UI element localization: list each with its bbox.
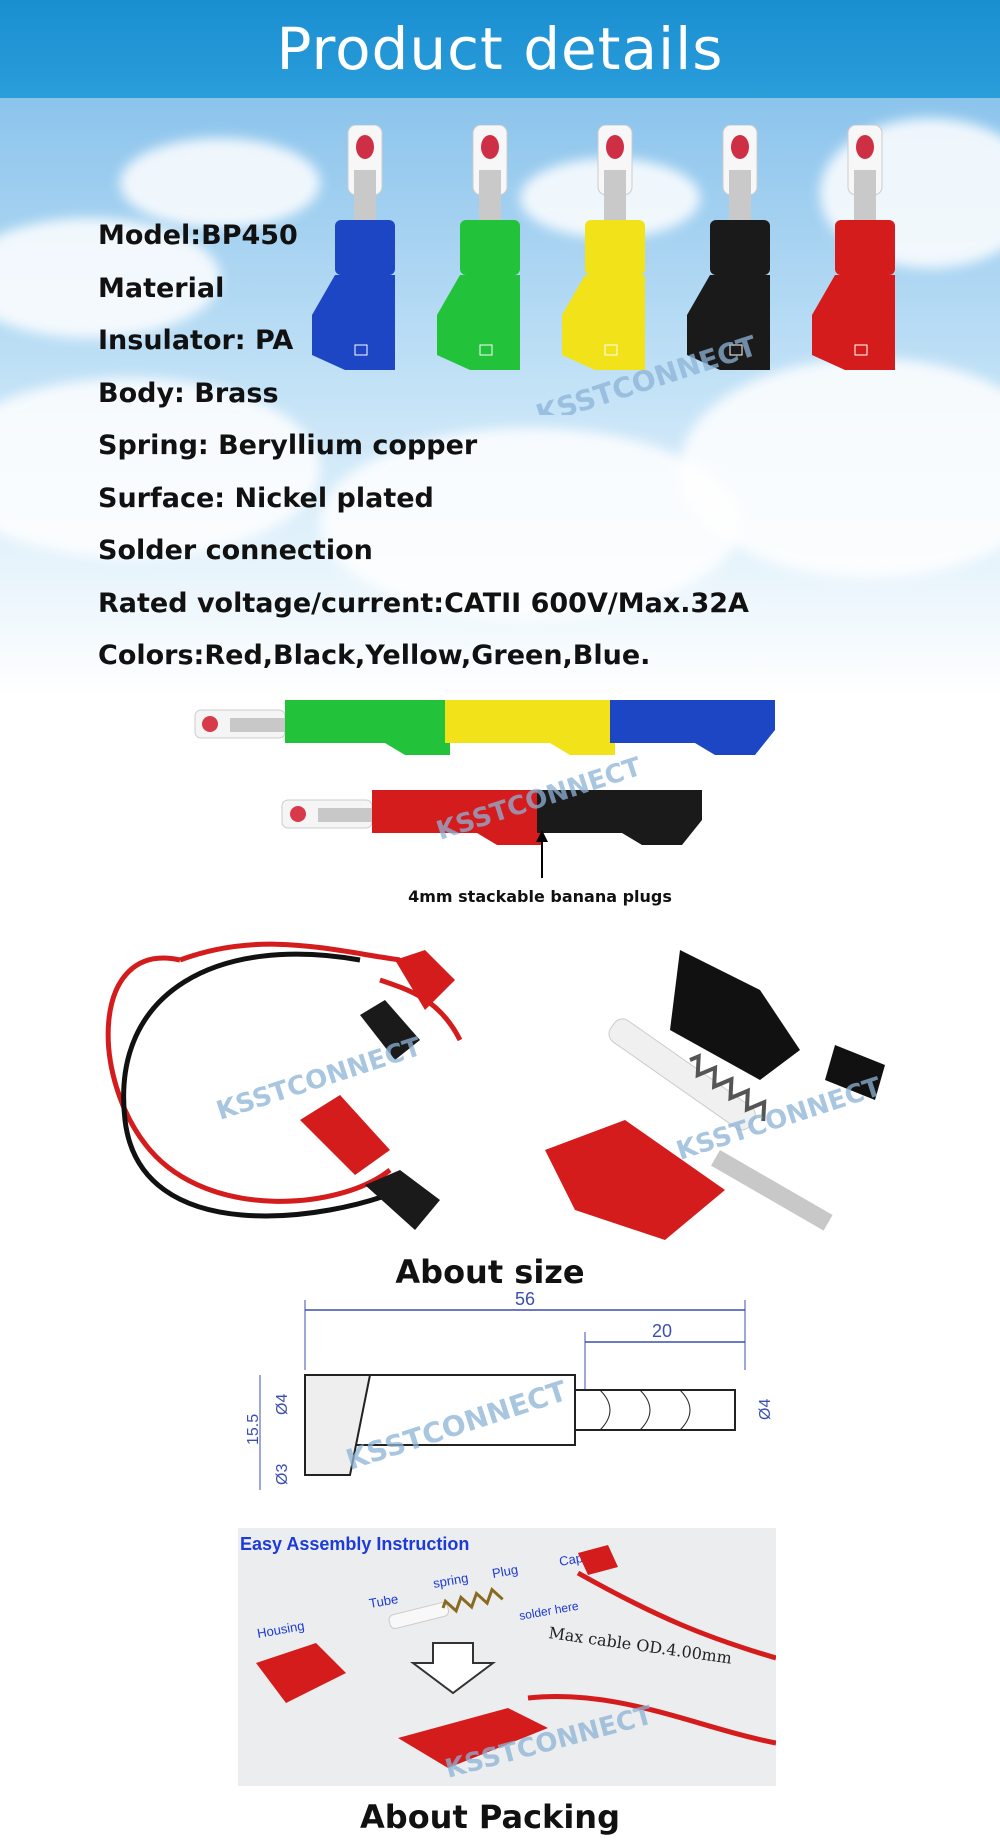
assembly-title: Easy Assembly Instruction bbox=[240, 1534, 469, 1554]
plug-3 bbox=[687, 125, 770, 370]
spec-surface: Surface: Nickel plated bbox=[98, 482, 434, 514]
svg-text:15.5: 15.5 bbox=[245, 1414, 262, 1445]
plug-color-lineup: KSSTCONNECT bbox=[312, 125, 895, 415]
plug-0 bbox=[312, 125, 395, 370]
about-packing-title: About Packing bbox=[360, 1798, 620, 1836]
svg-text:56: 56 bbox=[515, 1290, 535, 1309]
header-banner: Product details bbox=[0, 0, 1000, 98]
svg-text:Plug: Plug bbox=[491, 1562, 519, 1581]
assembly-instruction-image: Easy Assembly Instruction Housing Tube s… bbox=[238, 1528, 776, 1786]
spec-rating: Rated voltage/current:CATII 600V/Max.32A bbox=[98, 587, 749, 619]
spec-material: Material bbox=[98, 272, 225, 304]
svg-text:Tube: Tube bbox=[368, 1591, 399, 1611]
page-title: Product details bbox=[276, 15, 724, 83]
dimension-drawing: 56 20 15.5 Ø4 Ø3 Ø4 KSSTCONNECT bbox=[245, 1290, 774, 1490]
about-size-title: About size bbox=[395, 1253, 585, 1291]
svg-text:spring: spring bbox=[432, 1570, 469, 1591]
test-leads-image: KSSTCONNECT KSSTCONNECT bbox=[105, 941, 885, 1240]
spec-spring: Spring: Beryllium copper bbox=[98, 430, 478, 461]
stacked-plugs-image: KSSTCONNECT bbox=[194, 700, 775, 878]
svg-text:Ø3: Ø3 bbox=[274, 1464, 291, 1485]
svg-text:Cap: Cap bbox=[558, 1550, 584, 1569]
spec-body: Body: Brass bbox=[98, 377, 279, 409]
spec-list: Model:BP450 Material Insulator: PA Body:… bbox=[98, 210, 749, 683]
plug-2 bbox=[562, 125, 645, 370]
stack-caption: 4mm stackable banana plugs bbox=[408, 887, 672, 906]
plug-4 bbox=[812, 125, 895, 370]
spec-solder: Solder connection bbox=[98, 535, 373, 566]
spec-model: Model:BP450 bbox=[98, 220, 298, 251]
spec-insulator: Insulator: PA bbox=[98, 325, 294, 356]
svg-text:Ø4: Ø4 bbox=[274, 1394, 291, 1415]
plug-1 bbox=[437, 125, 520, 370]
spec-colors: Colors:Red,Black,Yellow,Green,Blue. bbox=[98, 640, 651, 671]
svg-text:20: 20 bbox=[652, 1321, 672, 1341]
svg-text:Ø4: Ø4 bbox=[757, 1399, 774, 1420]
